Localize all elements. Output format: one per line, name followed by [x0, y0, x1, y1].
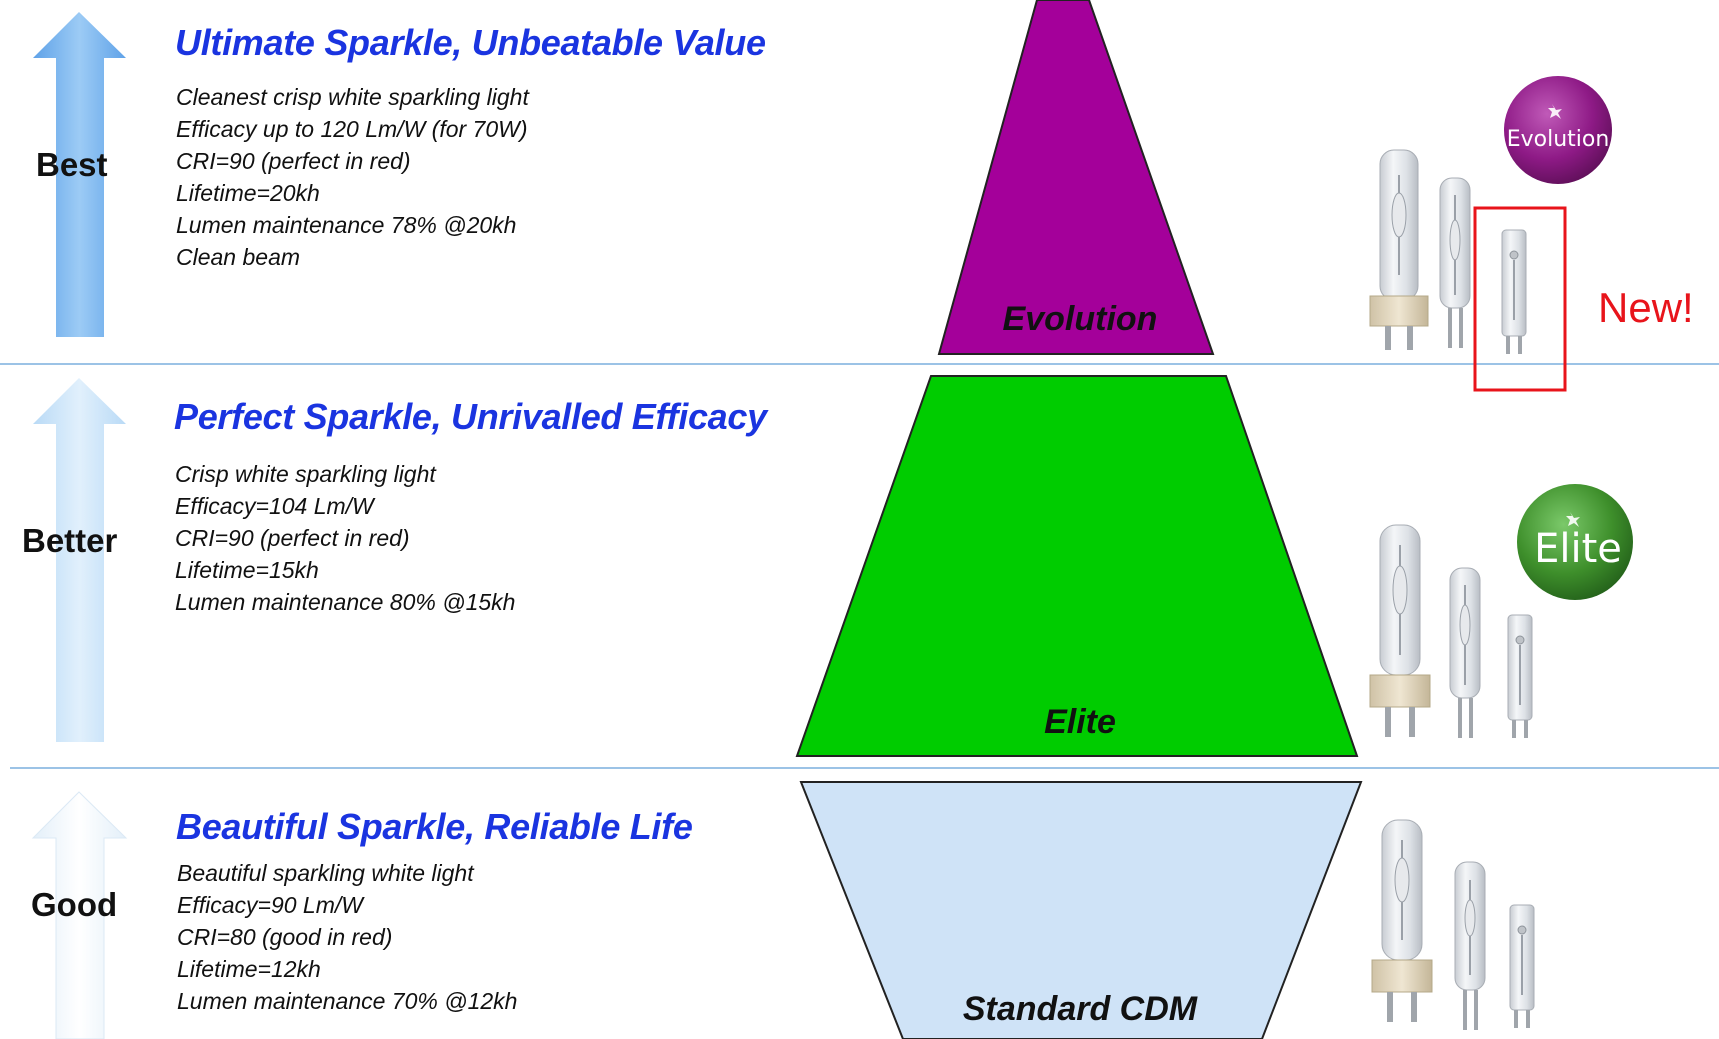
feature-item: Efficacy=104 Lm/W	[175, 493, 374, 519]
pyramid-label-elite: Elite	[1044, 703, 1116, 741]
tier-headline-better: Perfect Sparkle, Unrivalled Efficacy	[174, 396, 767, 437]
feature-item: Crisp white sparkling light	[175, 461, 436, 487]
lamp-image	[1507, 614, 1533, 738]
feature-item: Efficacy=90 Lm/W	[177, 892, 363, 918]
tier-headline-good: Beautiful Sparkle, Reliable Life	[176, 806, 693, 847]
arrow-up-icon	[31, 791, 128, 1039]
feature-item: Cleanest crisp white sparkling light	[176, 84, 529, 110]
lamp-image	[1371, 819, 1433, 1022]
feature-list-better: Crisp white sparkling light Efficacy=104…	[175, 458, 515, 618]
lamp-image	[1454, 861, 1486, 1030]
feature-item: Lifetime=15kh	[175, 557, 319, 583]
pyramid-level-elite	[795, 375, 1359, 757]
evolution-badge-icon: Evolution	[1504, 76, 1612, 184]
feature-item: Lumen maintenance 70% @12kh	[177, 988, 518, 1014]
svg-text:Elite: Elite	[1534, 526, 1622, 572]
feature-item: Clean beam	[176, 244, 301, 270]
tier-rank-best: Best	[36, 146, 108, 183]
feature-item: CRI=80 (good in red)	[177, 924, 393, 950]
elite-badge-icon: Elite	[1517, 484, 1633, 600]
feature-list-best: Cleanest crisp white sparkling light Eff…	[176, 81, 529, 273]
lamp-image	[1369, 524, 1431, 737]
lamp-image	[1501, 229, 1527, 354]
feature-item: Lifetime=12kh	[177, 956, 321, 982]
feature-item: Lifetime=20kh	[176, 180, 320, 206]
tier-headline-best: Ultimate Sparkle, Unbeatable Value	[175, 22, 766, 63]
feature-list-good: Beautiful sparkling white light Efficacy…	[177, 857, 517, 1017]
pyramid-label-standard: Standard CDM	[962, 990, 1198, 1028]
feature-item: Beautiful sparkling white light	[177, 860, 474, 886]
feature-item: Lumen maintenance 80% @15kh	[175, 589, 516, 615]
lamp-image	[1439, 177, 1471, 348]
arrow-up-icon	[33, 378, 126, 742]
feature-item: Efficacy up to 120 Lm/W (for 70W)	[176, 116, 528, 142]
feature-item: CRI=90 (perfect in red)	[175, 525, 410, 551]
new-product-highlight	[1473, 206, 1567, 392]
lamp-image	[1449, 567, 1481, 738]
feature-item: CRI=90 (perfect in red)	[176, 148, 411, 174]
svg-text:Evolution: Evolution	[1507, 127, 1610, 152]
tier-rank-better: Better	[22, 522, 118, 559]
lamp-image	[1369, 149, 1429, 350]
new-label: New!	[1598, 284, 1694, 331]
pyramid-level-standard	[799, 781, 1363, 1039]
tier-rank-good: Good	[31, 886, 118, 923]
pyramid-label-evolution: Evolution	[1002, 300, 1158, 338]
arrow-up-icon	[33, 12, 126, 337]
feature-item: Lumen maintenance 78% @20kh	[176, 212, 517, 238]
pyramid-level-evolution	[937, 0, 1215, 355]
lamp-image	[1509, 904, 1535, 1028]
